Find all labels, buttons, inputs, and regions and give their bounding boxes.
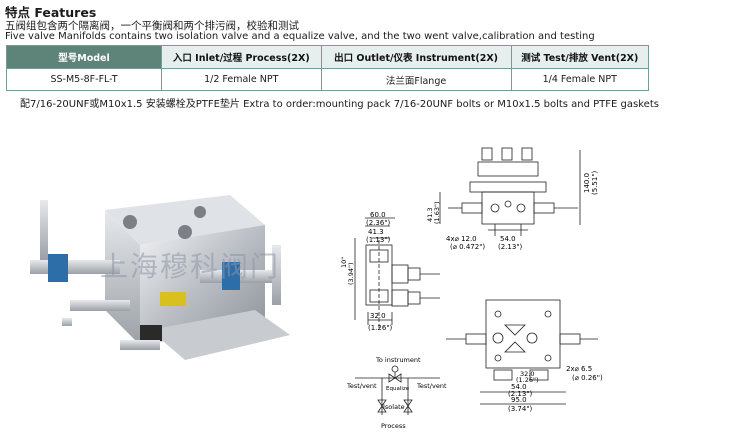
watermark: 上海穆科阀门 (100, 250, 281, 283)
schematic-test-vent-left: Test/vent (346, 382, 377, 390)
side-height-in: (3.94") (347, 262, 355, 285)
side-width-mm: 60.0 (370, 211, 386, 219)
side-view-drawing (354, 217, 440, 330)
manifold-product-photo (30, 195, 290, 360)
spec-row: SS-M5-8F-FL-T 1/2 Female NPT 法兰面Flange 1… (6, 68, 650, 91)
schematic-test-vent-right: Test/vent (416, 382, 447, 390)
header-model: 型号Model (6, 45, 162, 69)
bottom-total-in: (3.74") (508, 405, 533, 413)
bottom-spacing-in: (2.13") (508, 390, 533, 398)
header-vent: 测试 Test/排放 Vent(2X) (510, 45, 650, 69)
cell-outlet: 法兰面Flange (320, 68, 512, 91)
bottom-hole-label: 2x⌀ 6.5 (566, 365, 592, 373)
features-title: 特点 Features (5, 5, 97, 20)
front-side-in: (1.63") (433, 201, 441, 224)
front-spacing-in: (2.13") (498, 243, 523, 251)
description-en: Five valve Manifolds contains two isolat… (5, 31, 595, 42)
cell-model: SS-M5-8F-FL-T (6, 68, 162, 91)
description-cn: 五阀组包含两个隔离阀，一个平衡阀和两个排污阀，校验和测试 (5, 20, 299, 32)
cell-inlet: 1/2 Female NPT (161, 68, 322, 91)
bottom-total-mm: 95.0 (511, 396, 527, 404)
side-height-mm: 10" (340, 257, 348, 268)
front-side-mm: 41.3 (426, 208, 434, 222)
front-height-in: (5.51") (591, 170, 599, 195)
schematic-equalize: Equalize (386, 386, 410, 392)
bottom-view-drawing (446, 299, 598, 405)
bottom-a-mm: 32.0 (520, 370, 534, 378)
side-bottom-mm: 32.0 (370, 312, 386, 320)
schematic-to-instrument: To instrument (375, 356, 421, 364)
side-bottom-in: (1.26") (368, 324, 393, 332)
front-hole-label-in: (⌀ 0.472") (450, 243, 485, 251)
extra-order-note: 配7/16-20UNF或M10x1.5 安装螺栓及PTFE垫片 Extra to… (20, 99, 659, 110)
cell-vent: 1/4 Female NPT (510, 68, 650, 91)
spec-table: 型号Model 入口 Inlet/过程 Process(2X) 出口 Outle… (6, 45, 650, 91)
bottom-spacing-mm: 54.0 (511, 383, 527, 391)
valve-schematic (355, 365, 440, 415)
schematic-isolate: Isolate (383, 403, 405, 411)
side-inner-in: (1.13") (366, 236, 391, 244)
schematic-process: Process (381, 422, 406, 430)
front-spacing-mm: 54.0 (500, 235, 516, 243)
bottom-a-in: (1.26") (516, 376, 539, 384)
header-outlet: 出口 Outlet/仪表 Instrument(2X) (320, 45, 512, 69)
side-width-in: (2.36") (366, 219, 391, 227)
front-view-drawing (439, 147, 581, 236)
bottom-hole-label-in: (⌀ 0.26") (572, 374, 603, 382)
side-inner-mm: 41.3 (368, 228, 384, 236)
front-height-mm: 140.0 (583, 173, 591, 193)
front-hole-label: 4x⌀ 12.0 (446, 235, 477, 243)
